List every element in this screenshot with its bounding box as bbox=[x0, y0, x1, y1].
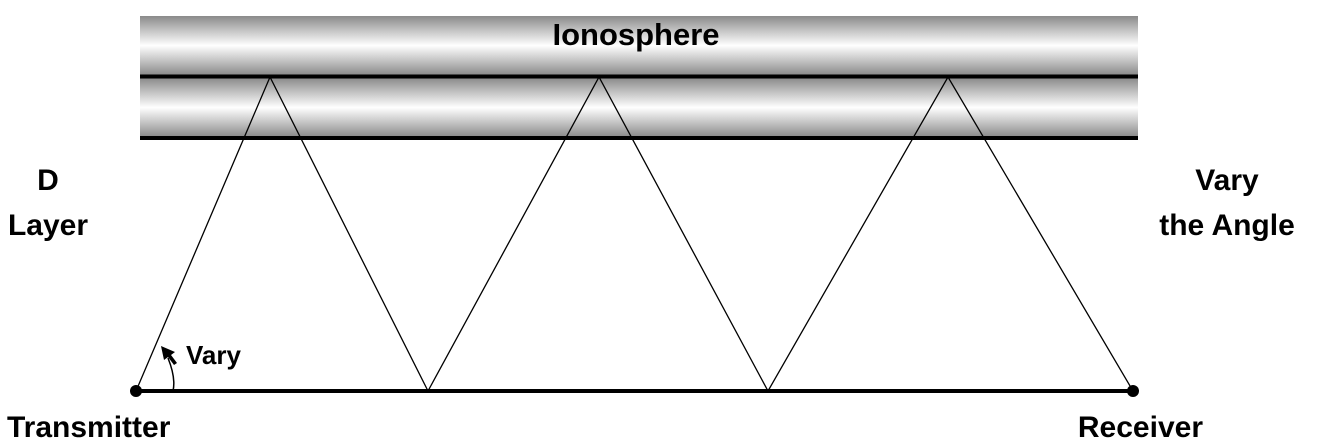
vary-label: Vary bbox=[186, 340, 241, 370]
transmitter-label: Transmitter bbox=[7, 411, 171, 444]
transmitter-dot bbox=[130, 385, 142, 397]
ionosphere-band-upper bbox=[140, 16, 1138, 75]
vary-arrow-icon bbox=[161, 346, 177, 365]
d-layer-label-line2: Layer bbox=[8, 209, 88, 242]
ionosphere-layer bbox=[140, 16, 1138, 140]
d-layer-label-line1: D bbox=[37, 164, 59, 197]
receiver-label: Receiver bbox=[1078, 411, 1203, 444]
vary-the-angle-label-line1: Vary bbox=[1195, 164, 1259, 197]
vary-the-angle-label-line2: the Angle bbox=[1159, 209, 1295, 242]
receiver-dot bbox=[1127, 385, 1139, 397]
signal-path bbox=[135, 75, 1134, 393]
ionosphere-label: Ionosphere bbox=[552, 17, 719, 52]
angle-arc bbox=[167, 357, 175, 392]
ionosphere-band-lower bbox=[140, 78, 1138, 137]
